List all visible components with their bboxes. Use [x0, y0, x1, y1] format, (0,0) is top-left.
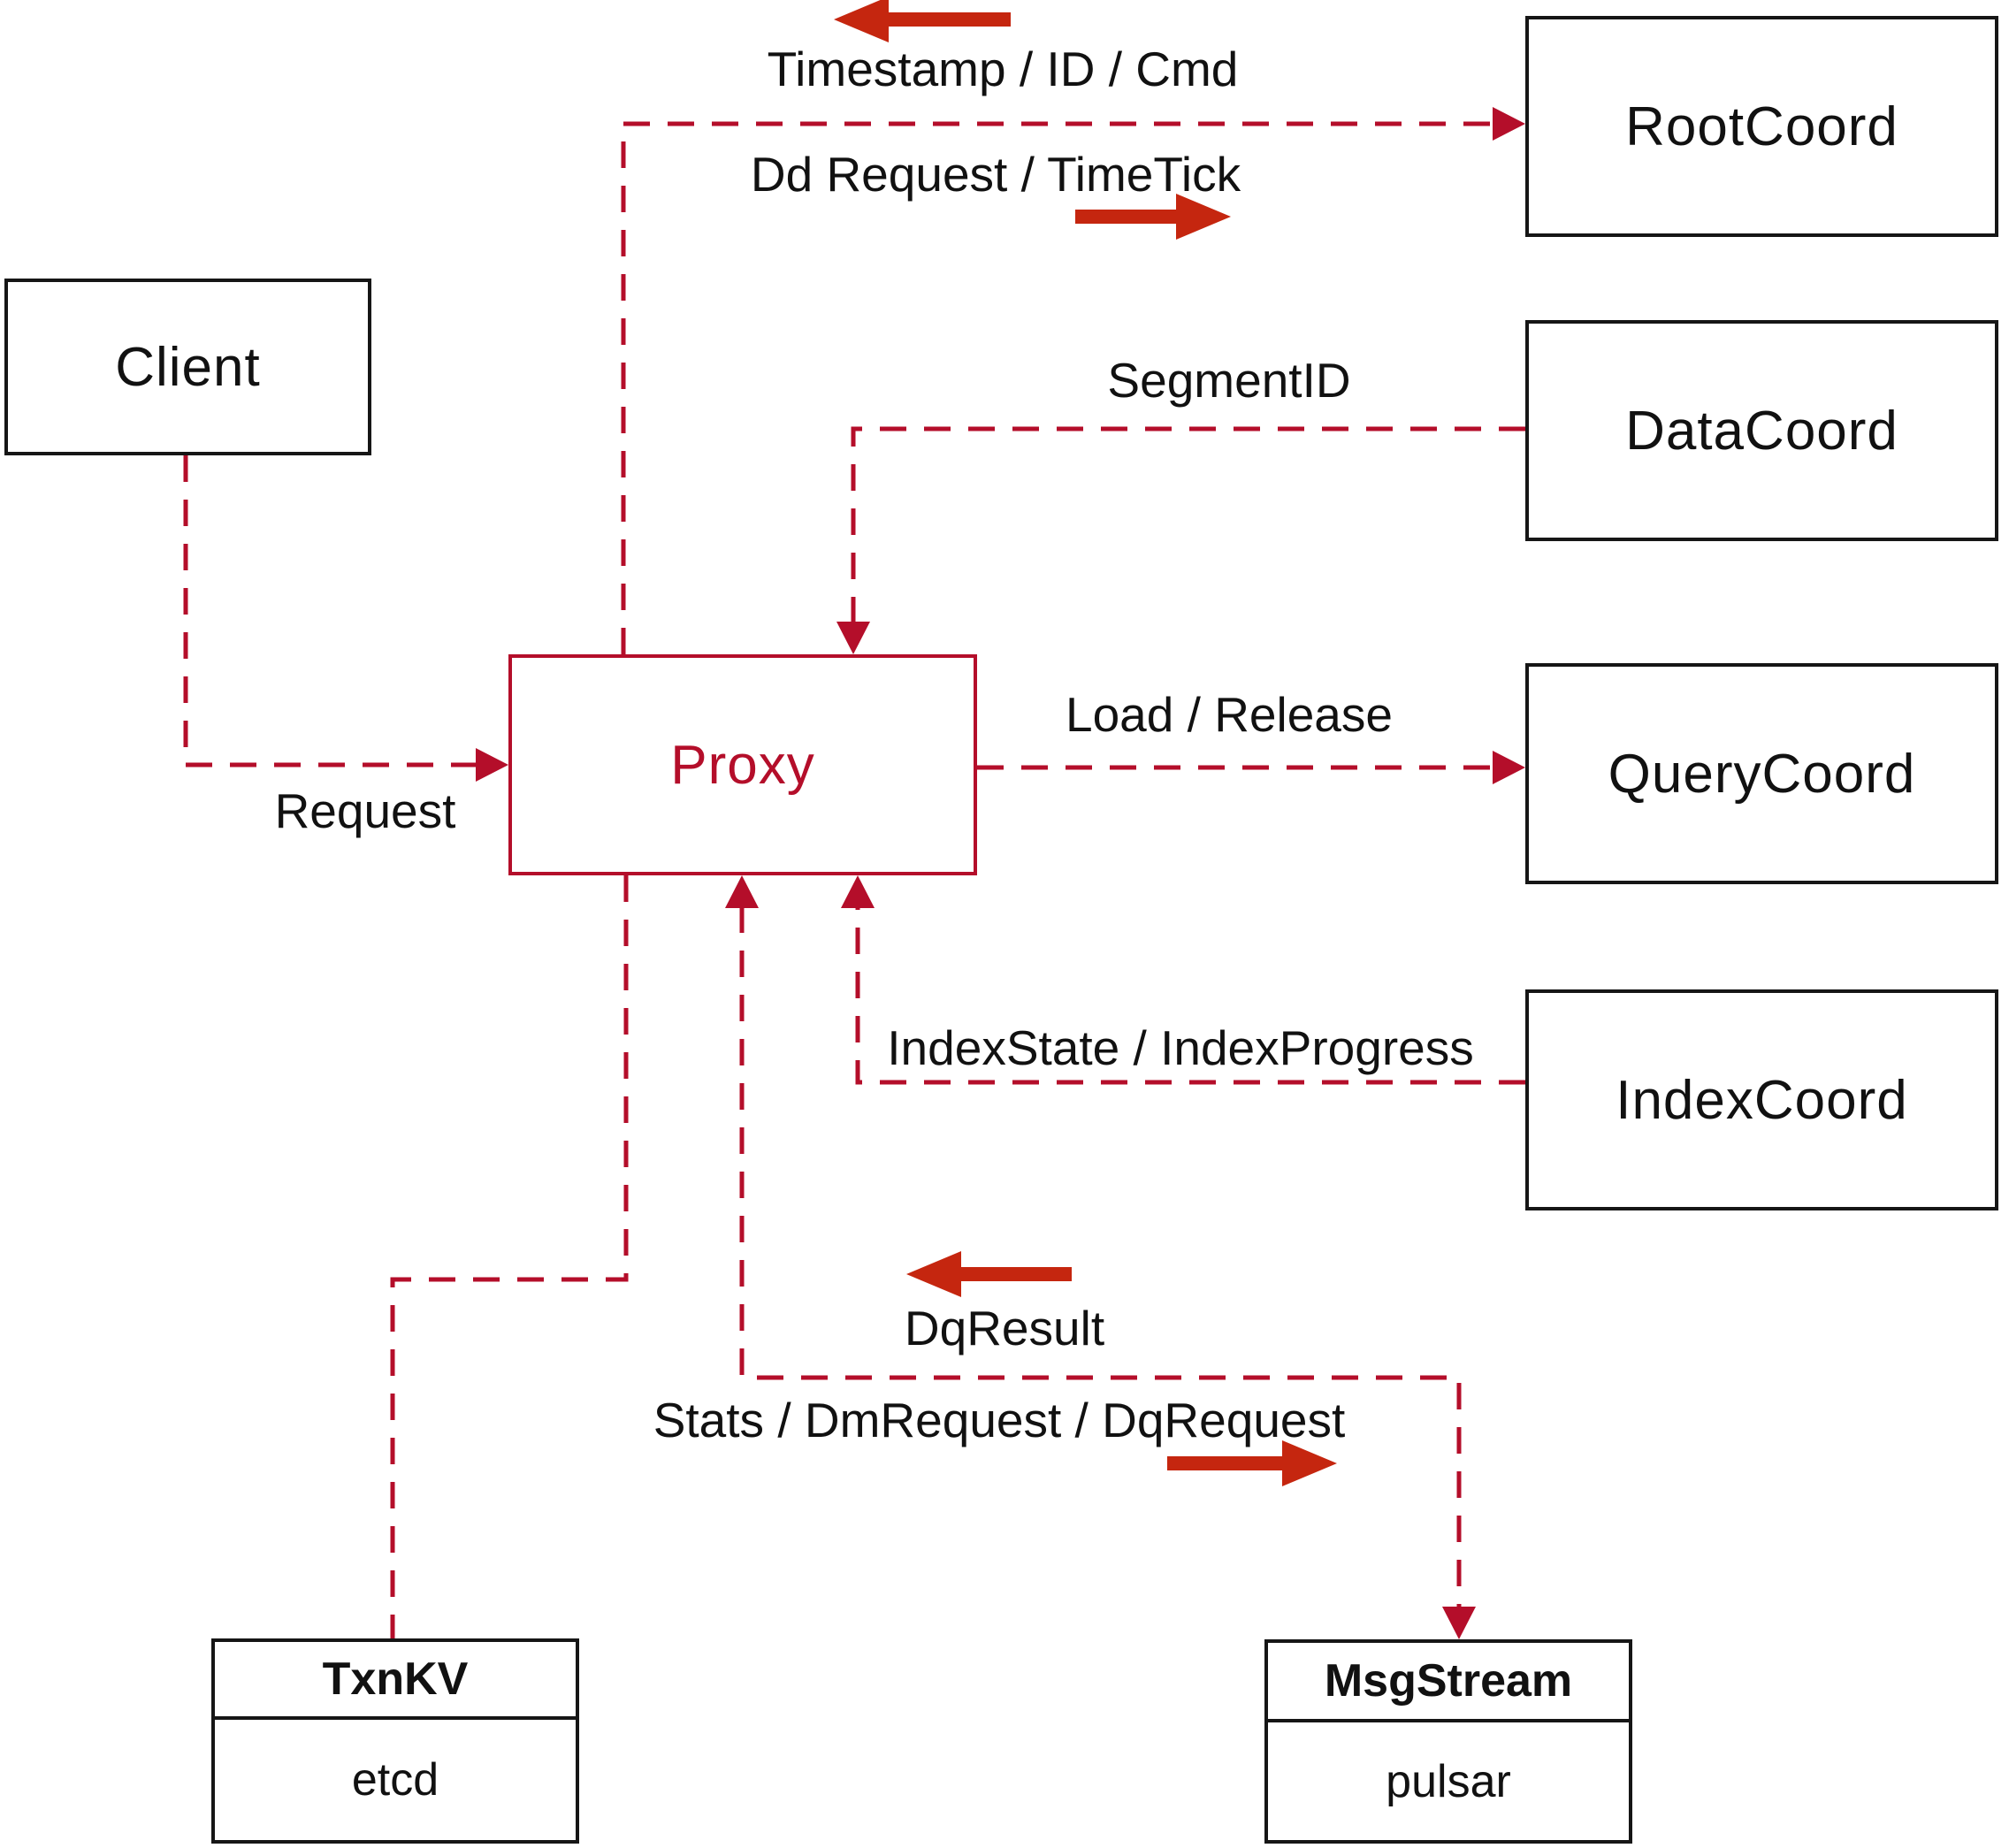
- node-querycoord: QueryCoord: [1525, 663, 1998, 884]
- node-client: Client: [4, 279, 371, 455]
- direction-arrow-left-dqresult-head: [906, 1251, 961, 1297]
- node-txnkv-subtitle: etcd: [351, 1754, 439, 1806]
- edge-label-load-release: Load / Release: [1066, 687, 1393, 742]
- edge-proxy-to-txnkv: [390, 875, 629, 1638]
- edge-label-indexstate: IndexState / IndexProgress: [887, 1020, 1474, 1075]
- edge-proxy-to-rootcoord: [621, 121, 1493, 654]
- node-client-label: Client: [115, 336, 261, 398]
- arrowhead-into-proxy-bottom-indexstate: [841, 875, 875, 908]
- edge-label-timestamp: Timestamp / ID / Cmd: [767, 42, 1239, 96]
- arrowhead-into-rootcoord: [1493, 107, 1525, 141]
- node-msgstream-title: MsgStream: [1268, 1643, 1629, 1722]
- node-txnkv: TxnKV etcd: [211, 1638, 579, 1844]
- edge-datacoord-to-proxy: [851, 426, 1525, 623]
- node-datacoord: DataCoord: [1525, 320, 1998, 541]
- node-proxy-label: Proxy: [670, 734, 815, 796]
- direction-arrow-right-stats-head: [1282, 1440, 1337, 1486]
- arrowhead-into-querycoord: [1493, 751, 1525, 784]
- direction-arrow-right-ddrequest-head: [1176, 194, 1231, 240]
- edge-label-segmentid: SegmentID: [1107, 353, 1351, 408]
- arrowhead-into-proxy-top-segmentid: [836, 622, 870, 654]
- node-datacoord-label: DataCoord: [1625, 400, 1898, 462]
- node-txnkv-title: TxnKV: [215, 1642, 576, 1720]
- arrowhead-into-msgstream: [1442, 1607, 1476, 1639]
- node-rootcoord-label: RootCoord: [1625, 95, 1898, 157]
- node-msgstream-subtitle: pulsar: [1386, 1755, 1511, 1807]
- node-indexcoord: IndexCoord: [1525, 989, 1998, 1210]
- node-proxy: Proxy: [508, 654, 977, 875]
- edge-indexcoord-to-proxy: [855, 906, 1525, 1085]
- edge-label-dd-request: Dd Request / TimeTick: [750, 147, 1241, 202]
- arrowhead-into-proxy-bottom-dqresult: [725, 875, 759, 908]
- node-indexcoord-label: IndexCoord: [1616, 1069, 1908, 1131]
- edge-label-request: Request: [274, 783, 456, 838]
- edge-proxy-to-msgstream: [739, 906, 1462, 1607]
- edge-label-dqresult: DqResult: [904, 1301, 1105, 1355]
- node-querycoord-label: QueryCoord: [1608, 743, 1916, 805]
- node-msgstream: MsgStream pulsar: [1264, 1639, 1632, 1844]
- node-rootcoord: RootCoord: [1525, 16, 1998, 237]
- edge-client-to-proxy: [183, 455, 477, 767]
- arrowhead-into-proxy-left: [476, 748, 508, 782]
- direction-arrow-left-timestamp-head: [834, 0, 889, 42]
- edge-label-stats: Stats / DmRequest / DqRequest: [653, 1393, 1346, 1447]
